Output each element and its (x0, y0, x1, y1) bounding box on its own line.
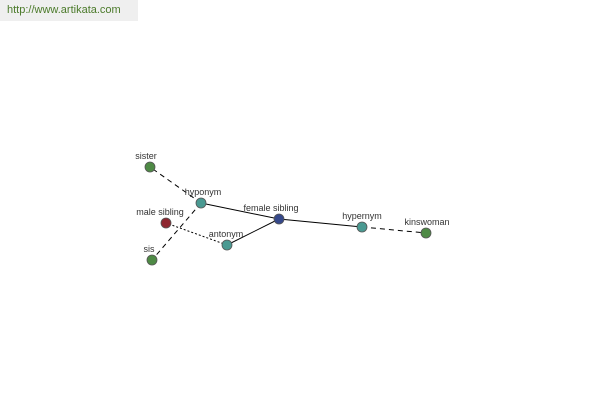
edges-layer (149, 166, 427, 261)
node-hypernym[interactable]: hypernym (342, 211, 382, 233)
node-sis[interactable]: sis (144, 244, 158, 266)
node-male-sibling[interactable]: male sibling (136, 207, 184, 229)
node-label-female-sibling: female sibling (243, 203, 298, 213)
edge-antonym-male-sibling (165, 222, 228, 246)
node-hyponym[interactable]: hyponym (185, 187, 222, 209)
node-circle-hyponym[interactable] (195, 197, 207, 209)
node-circle-sis[interactable] (146, 254, 158, 266)
edge-hyponym-sis (151, 202, 202, 261)
node-label-hyponym: hyponym (185, 187, 222, 197)
edge-female-sibling-hyponym (200, 202, 280, 220)
edge-hyponym-sister (149, 166, 202, 204)
node-label-kinswoman: kinswoman (404, 217, 449, 227)
node-antonym[interactable]: antonym (209, 229, 244, 251)
node-label-sis: sis (144, 244, 155, 254)
node-circle-hypernym[interactable] (356, 221, 368, 233)
node-circle-antonym[interactable] (221, 239, 233, 251)
node-circle-kinswoman[interactable] (420, 227, 432, 239)
node-circle-male-sibling[interactable] (160, 217, 172, 229)
url-link[interactable]: http://www.artikata.com (7, 4, 121, 16)
edge-female-sibling-antonym (226, 218, 280, 246)
node-label-sister: sister (135, 151, 157, 161)
node-female-sibling[interactable]: female sibling (243, 203, 299, 225)
node-circle-sister[interactable] (144, 161, 156, 173)
url-banner: http://www.artikata.com (0, 0, 138, 21)
node-label-hypernym: hypernym (342, 211, 382, 221)
node-kinswoman[interactable]: kinswoman (404, 217, 450, 239)
node-circle-female-sibling[interactable] (273, 213, 285, 225)
edge-female-sibling-hypernym (278, 218, 363, 228)
node-sister[interactable]: sister (135, 151, 157, 173)
node-label-male-sibling: male sibling (136, 207, 184, 217)
edge-hypernym-kinswoman (361, 226, 427, 234)
node-label-antonym: antonym (209, 229, 244, 239)
